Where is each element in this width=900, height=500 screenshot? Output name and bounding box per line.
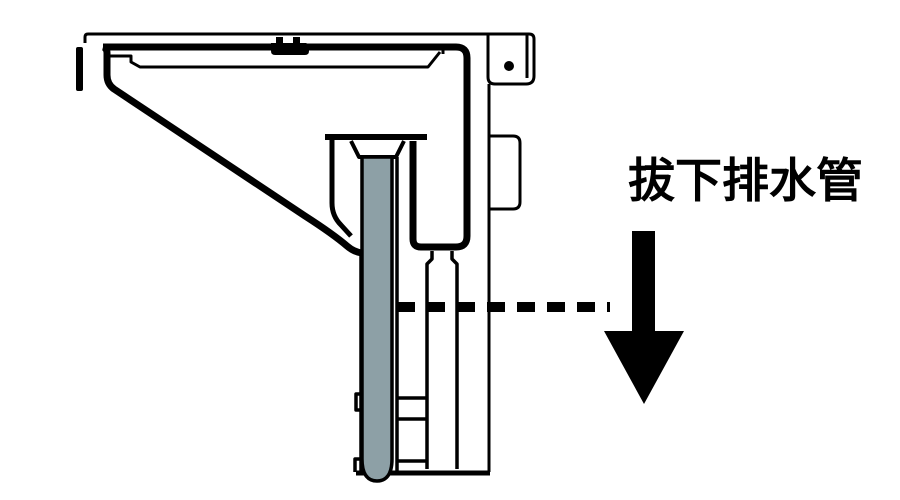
drain-neck-right: [450, 251, 459, 469]
down-arrow-icon: [604, 231, 684, 404]
outer-housing-outline: [76, 32, 536, 472]
top-bar-and-right-wall: [103, 43, 471, 251]
channel-ribs: [397, 396, 426, 463]
right-wall-protrusion: [489, 134, 522, 211]
port-collar: [349, 140, 406, 159]
channel-left-foot: [353, 457, 361, 472]
funnel-left-wall: [329, 140, 353, 238]
channel-left-notch: [354, 392, 361, 412]
tray-inner-surface: [110, 48, 445, 69]
top-bar-clip: [271, 37, 309, 55]
drain-hose: [360, 155, 394, 483]
left-break-bar: [76, 47, 83, 91]
drain-neck-left: [425, 251, 434, 469]
top-outline: [83, 32, 536, 86]
body-outline: [101, 37, 471, 257]
instruction-label: 拔下排水管: [628, 154, 863, 209]
screw-hole-icon: [504, 61, 514, 71]
sloped-pan-wall: [101, 43, 363, 257]
